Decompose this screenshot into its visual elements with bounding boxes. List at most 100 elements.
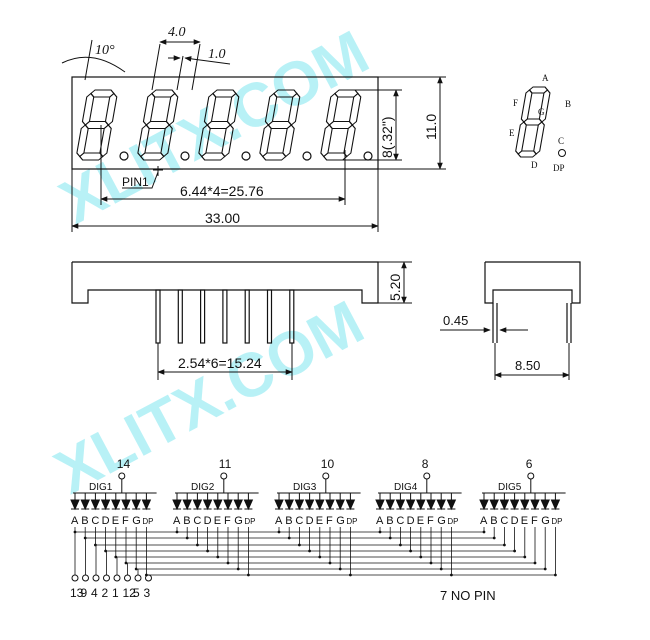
- legend-label-f: F: [513, 98, 518, 108]
- led-diode: [385, 499, 395, 511]
- digit-name: DIG5: [498, 482, 522, 493]
- segment-pin-circle: [113, 574, 121, 582]
- common-pin-label: 10: [321, 457, 335, 471]
- segment-pin-label: 2: [102, 586, 109, 600]
- segment-pin-label: 12: [123, 586, 137, 600]
- segment-label-e: E: [316, 515, 323, 527]
- segment-label-e: E: [417, 515, 424, 527]
- led-diode: [405, 499, 416, 511]
- angle-label: 10°: [95, 43, 115, 58]
- pin-pitch-label: 2.54*6=15.24: [178, 355, 262, 371]
- led-diode: [530, 499, 540, 511]
- segment-e: [198, 124, 211, 158]
- led-diode: [192, 499, 203, 511]
- led-diode: [499, 499, 510, 511]
- digit-2: [137, 89, 179, 161]
- segment-label-a: A: [173, 515, 181, 527]
- segment-pin-label: 5: [133, 586, 140, 600]
- segment-b: [538, 89, 551, 123]
- legend-label-dp: DP: [553, 163, 565, 173]
- segment-label-a: A: [71, 515, 79, 527]
- segment-label-d: D: [511, 515, 519, 527]
- digit-4: [259, 89, 301, 161]
- decimal-point: [119, 151, 129, 161]
- digit-name: DIG3: [293, 482, 317, 493]
- side-pin: [200, 289, 206, 344]
- decimal-point: [302, 151, 312, 161]
- junction-dot: [114, 555, 118, 559]
- legend-label-a: A: [542, 73, 549, 83]
- led-diode: [284, 499, 294, 511]
- led-diode: [446, 499, 457, 511]
- led-diode: [479, 499, 489, 511]
- legend-digit: [515, 86, 551, 158]
- segment-label-c: C: [500, 515, 508, 527]
- segment-label-g: G: [132, 515, 141, 527]
- side-pin: [266, 289, 273, 344]
- segment-label-f: F: [122, 515, 129, 527]
- legend-label-b: B: [565, 99, 571, 109]
- common-pin-label: 6: [526, 457, 533, 471]
- led-diode: [436, 499, 446, 511]
- digit-3: [198, 89, 240, 161]
- segment-label-f: F: [224, 515, 231, 527]
- legend-dp: [558, 149, 566, 157]
- segment-label-e: E: [214, 515, 221, 527]
- segment-label-dp: DP: [551, 517, 562, 526]
- segment-pin-label: 4: [91, 586, 98, 600]
- led-diode: [395, 499, 406, 511]
- segment-pin-label: 1: [112, 586, 119, 600]
- segment-label-g: G: [234, 515, 243, 527]
- led-diode: [100, 499, 111, 511]
- legend-label-e: E: [509, 128, 515, 138]
- segment-pin-circle: [92, 574, 100, 582]
- led-diode: [294, 499, 305, 511]
- segment-dims: [151, 39, 231, 91]
- height-dims: [340, 76, 446, 170]
- segment-label-dp: DP: [447, 517, 458, 526]
- seg-spacing-label: 4.0: [168, 25, 186, 40]
- led-diode: [121, 499, 131, 511]
- segment-label-b: B: [183, 515, 190, 527]
- decimal-point: [180, 151, 190, 161]
- end-view: [440, 261, 581, 380]
- segment-c: [343, 124, 356, 158]
- led-diode: [375, 499, 385, 511]
- common-pin-label: 8: [422, 457, 429, 471]
- segment-label-a: A: [480, 515, 488, 527]
- segment-label-b: B: [386, 515, 393, 527]
- decimal-point: [241, 151, 251, 161]
- common-pin-circle: [423, 472, 431, 480]
- segment-label-d: D: [407, 515, 415, 527]
- segment-e: [259, 124, 272, 158]
- led-diode: [335, 499, 345, 511]
- pitch-label: 6.44*4=25.76: [180, 183, 264, 199]
- segment-label-g: G: [336, 515, 345, 527]
- segment-pin-circle: [134, 574, 142, 582]
- led-diode: [315, 499, 325, 511]
- led-diode: [304, 499, 315, 511]
- common-pin-circle: [220, 472, 228, 480]
- side-pin: [222, 289, 228, 344]
- width-dims: [71, 125, 379, 232]
- segment-label-g: G: [437, 515, 446, 527]
- segment-label-b: B: [285, 515, 292, 527]
- segment-c: [533, 121, 545, 155]
- pin1-label: PIN1: [122, 175, 149, 189]
- led-diode: [520, 499, 530, 511]
- digit-1: [76, 89, 118, 161]
- digit-name: DIG1: [89, 482, 113, 493]
- segment-label-c: C: [295, 515, 303, 527]
- segment-pin-label: 3: [144, 586, 151, 600]
- segment-b: [348, 92, 362, 126]
- led-diode: [70, 499, 80, 511]
- segment-label-d: D: [102, 515, 110, 527]
